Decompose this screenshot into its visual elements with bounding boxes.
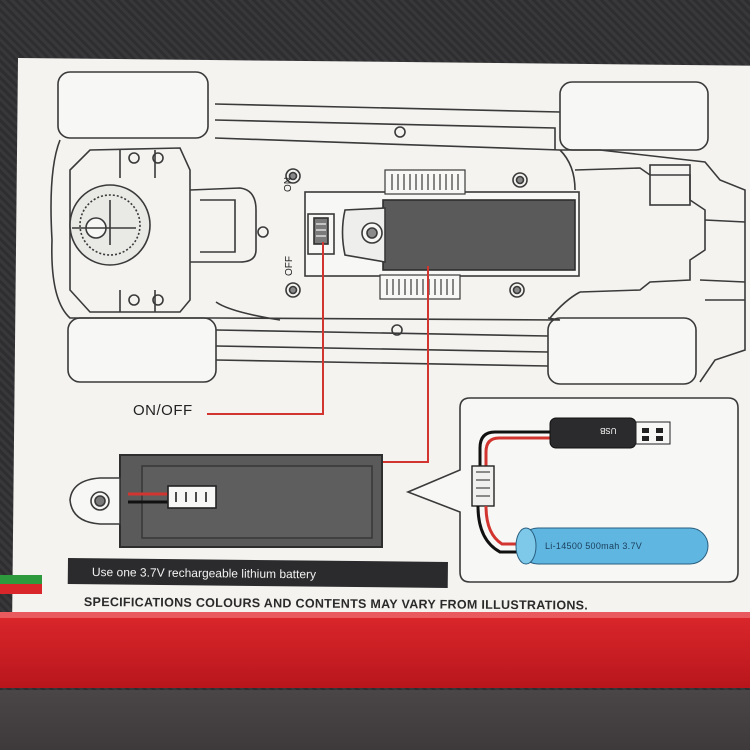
battery-caption: Use one 3.7V rechargeable lithium batter… <box>91 565 317 582</box>
wheel-rear-left <box>559 81 709 151</box>
usb-label: USB <box>600 426 617 435</box>
wheel-front-right <box>67 317 217 383</box>
chassis-outline <box>50 137 746 383</box>
wheel-rear-right <box>547 317 697 385</box>
usb-plug-body <box>549 417 637 449</box>
green-stripe <box>0 575 42 584</box>
vent-top <box>384 169 466 195</box>
lithium-battery-cell <box>515 527 709 565</box>
on-off-label: ON/OFF <box>133 402 193 419</box>
wheel-front-left <box>57 71 209 139</box>
off-label: OFF <box>284 256 295 276</box>
on-off-callout-line <box>207 242 324 415</box>
battery-connector <box>167 485 217 509</box>
usb-charging-cable <box>471 417 671 554</box>
on-label: ON <box>283 177 294 192</box>
battery-callout-line <box>383 266 429 463</box>
red-band-highlight <box>0 612 750 622</box>
vent-bottom <box>379 274 461 300</box>
red-stripe <box>0 584 42 594</box>
battery-cover <box>382 199 576 271</box>
floor-surface <box>0 690 750 750</box>
battery-cell-label: Li-14500 500mah 3.7V <box>545 541 643 551</box>
steering-block <box>69 147 191 313</box>
red-band <box>0 618 750 688</box>
